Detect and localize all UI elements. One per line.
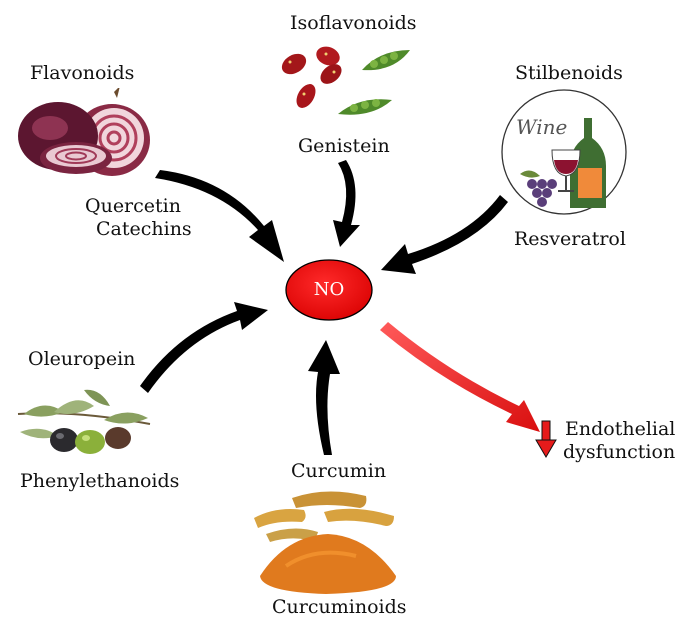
flavonoids-title: Flavonoids — [30, 62, 135, 84]
catechins-label: Catechins — [96, 218, 192, 240]
arrow-oleuropein-to-no — [140, 302, 268, 393]
arrow-flavonoids-to-no — [155, 170, 284, 262]
dysfunction-label: dysfunction — [563, 441, 676, 463]
wine-logo-text: Wine — [516, 115, 567, 139]
curcuminoids-label: Curcuminoids — [272, 596, 407, 618]
olives-image — [17, 389, 151, 454]
genistein-label: Genistein — [298, 135, 390, 157]
quercetin-label: Quercetin — [85, 195, 181, 217]
beans-and-peas-image — [281, 46, 410, 115]
curcumin-title: Curcumin — [291, 460, 387, 482]
arrow-curcumin-to-no — [308, 340, 340, 455]
endothelial-label: Endothelial — [565, 418, 676, 440]
arrow-no-to-endothelial-dysfunction — [380, 322, 540, 432]
arrow-stilbenoids-to-no — [381, 195, 508, 274]
stilbenoids-title: Stilbenoids — [515, 62, 623, 84]
red-onion-image — [18, 88, 150, 176]
isoflavonoids-title: Isoflavonoids — [290, 12, 417, 34]
arrow-isoflavonoids-to-no — [333, 160, 360, 247]
resveratrol-label: Resveratrol — [514, 228, 626, 250]
no-label: NO — [313, 279, 345, 300]
down-arrow-icon — [535, 420, 557, 458]
no-node — [285, 259, 373, 321]
wine-logo-image: Wine — [501, 89, 627, 215]
turmeric-image — [254, 491, 396, 594]
oleuropein-title: Oleuropein — [28, 348, 136, 370]
phenylethanoids-label: Phenylethanoids — [20, 470, 180, 492]
